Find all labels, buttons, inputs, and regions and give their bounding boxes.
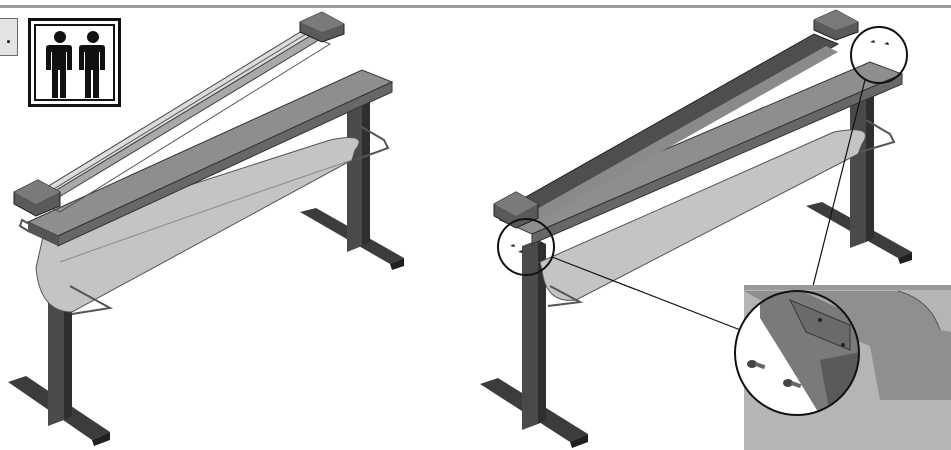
two-persons-icon [46,31,105,98]
top-divider [0,5,951,8]
left-cutter-stand [8,11,404,446]
leader-line-left [551,256,744,332]
two-persons-frame [34,24,115,101]
leader-line-right [811,79,866,291]
detail-circle-right [850,26,908,84]
detail-circle-left [497,218,555,276]
screw-icon [747,360,766,370]
two-persons-box [28,18,121,107]
step-number-box: . [0,18,18,56]
screw-icon [783,379,802,389]
step-number: . [5,26,11,47]
magnified-detail [734,290,860,416]
right-cutter-stand [480,9,912,448]
